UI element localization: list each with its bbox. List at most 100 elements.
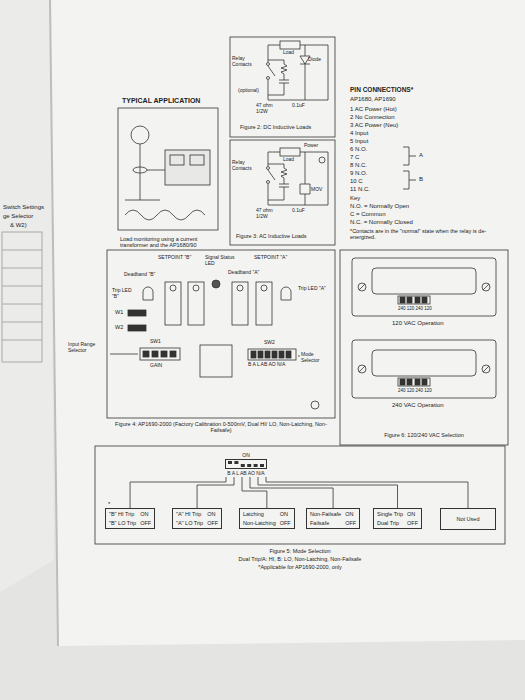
label-text: 47 ohm 1/2W (256, 103, 284, 115)
label-text: Diode (308, 57, 321, 63)
dc-inductive-loads-figure (230, 37, 335, 137)
mode-option-box: Non-Failsafe ON Failsafe OFF (306, 508, 360, 529)
node-text: Dual Trip (377, 520, 403, 527)
label-text: 3 AC Power (Neu) (350, 122, 398, 129)
label-text: GAIN (150, 363, 162, 369)
label-text: Key (350, 195, 360, 202)
switch-lead-line (266, 477, 468, 508)
typical-application (118, 108, 218, 230)
label-text: SETPOINT "B" (158, 255, 191, 261)
label-text: Figure 5: Mode Selection (170, 548, 430, 554)
label-text: Relay Contacts (232, 56, 262, 68)
mode-option-box: Single Trip ON Dual Trip OFF (373, 508, 422, 529)
label-text: ge Selector (3, 213, 33, 220)
label-text: Input Range Selector (68, 342, 108, 354)
node-text: OFF (207, 520, 218, 527)
label-text: 240 120 240 120 (398, 306, 432, 311)
node-text: ON (345, 511, 356, 518)
node-text: ON (407, 511, 418, 518)
node-text: Latching (243, 511, 276, 518)
left-page-rules (2, 232, 42, 362)
node-text: ON (140, 511, 151, 518)
label-text: 6 N.O. (350, 146, 367, 153)
label-text: *Contacts are in the "normal" state when… (350, 228, 500, 241)
label-text: 0.1uF (292, 103, 305, 109)
node-text: "B" LO Trip (109, 520, 136, 527)
label-text: SETPOINT "A" (254, 255, 287, 261)
label-text: 10 C (350, 178, 363, 185)
label-text: W1 (115, 309, 123, 315)
label-text: Trip LED "A" (298, 286, 326, 292)
label-text: W2 (115, 324, 123, 330)
label-text: A (419, 152, 423, 159)
node-text: Non-Failsafe (310, 511, 341, 518)
switch-lead-line (130, 477, 226, 508)
label-text: Deadband "A" (228, 270, 259, 276)
node-text: B A L AB AO N/A (227, 470, 264, 476)
label-text: 8 N.C. (350, 162, 367, 169)
label-text: Power (304, 143, 318, 149)
label-text: Dual Trip/A: HI, B: LO, Non-Latching, No… (170, 556, 430, 562)
label-text: SW1 (150, 339, 161, 345)
label-text: 240 VAC Operation (392, 402, 444, 409)
label-text: SW2 (264, 340, 275, 346)
mode-selection-frame (95, 446, 505, 544)
mode-option-box: Not Used (440, 508, 496, 530)
label-text: Deadband "B" (124, 272, 155, 278)
mode-option-box: "B" HI Trip ON "B" LO Trip OFF (105, 508, 155, 529)
label-text: Load (283, 157, 294, 163)
label-text: Switch Settings (3, 204, 44, 211)
contact-brackets (403, 147, 416, 189)
label-text: *Applicable for AP1690-2000, only (170, 564, 430, 570)
node-text: OFF (407, 520, 418, 527)
node-text: Failsafe (310, 520, 341, 527)
label-text: Figure 4: AP1690-2000 (Factory Calibrati… (114, 421, 329, 434)
node-text: ON (242, 452, 250, 458)
label-text: Trip LED "B" (112, 288, 138, 300)
node-text: "B" HI Trip (109, 511, 136, 518)
label-text: Signal Status LED (205, 255, 235, 267)
label-text: 1 AC Power (Hot) (350, 106, 397, 113)
mode-option-box: "A" HI TripON"A" LO TripOFF (172, 508, 222, 529)
label-text: 47 ohm 1/2W (256, 208, 284, 220)
switch-lead-line (197, 477, 234, 508)
label-text: Mode Selector (301, 352, 333, 364)
label-text: * (108, 501, 110, 508)
dip-switch-block: ON B A L AB AO N/A (222, 451, 270, 477)
node-text: Non-Latching (243, 520, 276, 527)
label-text: 9 N.O. (350, 170, 367, 177)
switch-lead-line (242, 477, 267, 508)
label-text: 4 Input (350, 130, 368, 137)
label-text: & W2) (10, 222, 27, 229)
paper-sheet (50, 0, 525, 646)
label-text: MOV (311, 187, 322, 193)
label-text: 2 No Connection (350, 114, 395, 121)
label-text: Relay Contacts (232, 160, 262, 172)
node-text: "A" LO Trip (176, 520, 203, 527)
label-text: N.O. = Normally Open (350, 203, 409, 210)
label-text: Figure 3: AC Inductive Loads (236, 233, 307, 239)
node-text: OFF (345, 520, 356, 527)
ap1690-board (107, 250, 335, 418)
ac-inductive-loads-figure (230, 140, 335, 245)
label-text: AP1680, AP1690 (350, 96, 396, 103)
label-text: PIN CONNECTIONS* (350, 86, 413, 93)
label-text: 11 N.C. (350, 186, 370, 193)
label-text: 120 VAC Operation (392, 320, 444, 327)
label-text: Load (283, 50, 294, 56)
page-fold (50, 0, 58, 646)
label-text: B A L AB AO N/A (248, 362, 285, 368)
dip-switch-symbol (225, 459, 267, 469)
node-text: Single Trip (377, 511, 403, 518)
node-text: OFF (280, 520, 291, 527)
node-text: ON (280, 511, 291, 518)
label-text: C = Common (350, 211, 386, 218)
node-text: Not Used (457, 516, 480, 523)
node-text: OFF (140, 520, 151, 527)
label-text: B (419, 176, 423, 183)
label-text: Figure 2: DC Inductive Loads (240, 124, 311, 130)
label-text: N.C. = Normally Closed (350, 219, 413, 226)
label-text: 5 Input (350, 138, 368, 145)
